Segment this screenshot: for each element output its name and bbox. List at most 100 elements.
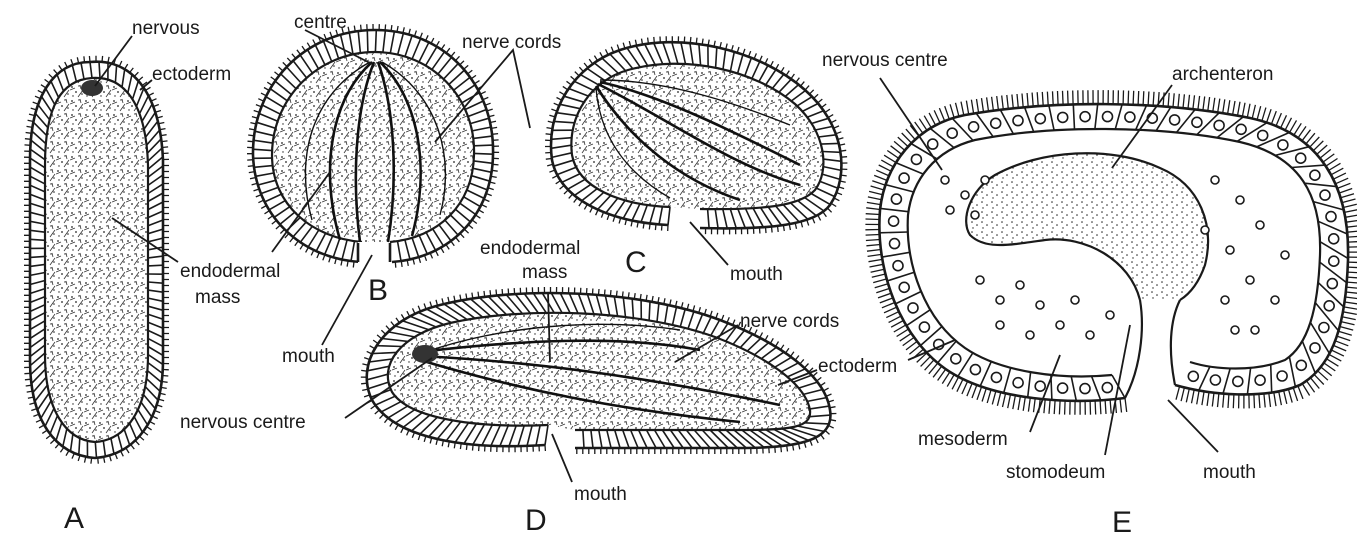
mesoderm-nucleus — [1201, 226, 1209, 234]
ectoderm-nucleus — [970, 365, 980, 375]
mesoderm-nucleus — [1221, 296, 1229, 304]
panel-b-ectoderm-inner — [272, 52, 474, 242]
label-mouth-c: mouth — [730, 264, 783, 285]
ectoderm-nucleus — [1296, 360, 1306, 370]
label-mouth-d: mouth — [574, 484, 627, 505]
panel-a: nervous ectoderm endodermal mass A — [24, 18, 280, 535]
panel-e-mouth-leader — [1168, 400, 1218, 452]
ectoderm-nucleus — [1103, 112, 1113, 122]
panel-letter-e: E — [1112, 506, 1132, 538]
ectoderm-nucleus — [1210, 375, 1220, 385]
mesoderm-nucleus — [946, 206, 954, 214]
panel-b-mouth-opening — [358, 242, 390, 268]
mesoderm-nucleus — [971, 211, 979, 219]
mesoderm-nucleus — [941, 176, 949, 184]
panel-letter-c: C — [625, 246, 647, 279]
ectoderm-nucleus — [1058, 112, 1068, 122]
label-nervous-centre-d: nervous centre — [180, 412, 306, 433]
mesoderm-nucleus — [1226, 246, 1234, 254]
ectoderm-nucleus — [1125, 112, 1135, 122]
mesoderm-nucleus — [1271, 296, 1279, 304]
ectoderm-nucleus — [1319, 323, 1329, 333]
mesoderm-nucleus — [1211, 176, 1219, 184]
mesoderm-nucleus — [1236, 196, 1244, 204]
ectoderm-nucleus — [1310, 343, 1320, 353]
label-nervous-centre-e: nervous centre — [822, 50, 948, 71]
panel-d: endodermal mass nerve cords ectoderm ner… — [180, 238, 897, 537]
ectoderm-nucleus — [1214, 120, 1224, 130]
ectoderm-nucleus — [899, 282, 909, 292]
label-mass-d: mass — [522, 262, 567, 283]
mesoderm-nucleus — [1246, 276, 1254, 284]
mesoderm-nucleus — [1036, 301, 1044, 309]
ectoderm-nucleus — [1080, 112, 1090, 122]
ectoderm-nucleus — [1310, 170, 1320, 180]
mesoderm-nucleus — [1231, 326, 1239, 334]
ectoderm-nucleus — [899, 173, 909, 183]
panel-e-archenteron — [966, 153, 1208, 300]
panel-letter-a: A — [64, 502, 84, 535]
mesoderm-nucleus — [1251, 326, 1259, 334]
label-endodermal-a: endodermal — [180, 261, 280, 282]
ectoderm-nucleus — [893, 261, 903, 271]
mesoderm-nucleus — [1071, 296, 1079, 304]
label-mouth-e: mouth — [1203, 462, 1256, 483]
ectoderm-nucleus — [951, 354, 961, 364]
panel-e: nervous centre archenteron mesoderm stom… — [822, 50, 1357, 538]
ectoderm-nucleus — [1255, 375, 1265, 385]
ectoderm-nucleus — [1035, 114, 1045, 124]
ectoderm-nucleus — [908, 303, 918, 313]
ectoderm-nucleus — [1296, 153, 1306, 163]
ectoderm-nucleus — [1278, 140, 1288, 150]
ectoderm-nucleus — [1329, 234, 1339, 244]
panel-e-archenteron-leader — [1112, 85, 1172, 168]
ectoderm-nucleus — [1013, 116, 1023, 126]
panel-letter-b: B — [368, 274, 388, 307]
ectoderm-nucleus — [1236, 124, 1246, 134]
ectoderm-nucleus — [1192, 117, 1202, 127]
ectoderm-nucleus — [928, 139, 938, 149]
label-centre: centre — [294, 12, 347, 33]
mesoderm-nucleus — [1056, 321, 1064, 329]
ectoderm-nucleus — [1258, 130, 1268, 140]
ectoderm-nucleus — [1327, 279, 1337, 289]
mesoderm-nucleus — [1016, 281, 1024, 289]
mesoderm-nucleus — [961, 191, 969, 199]
mesoderm-nucleus — [1026, 331, 1034, 339]
ectoderm-nucleus — [969, 122, 979, 132]
label-nervous: nervous — [132, 18, 200, 39]
ectoderm-nucleus — [1320, 190, 1330, 200]
ectoderm-nucleus — [1324, 301, 1334, 311]
mesoderm-nucleus — [1281, 251, 1289, 259]
mesoderm-nucleus — [1106, 311, 1114, 319]
panel-c: mouth C — [545, 36, 847, 285]
panel-e-stomodeum-wall — [1125, 300, 1180, 398]
ectoderm-nucleus — [991, 118, 1001, 128]
ectoderm-nucleus — [1102, 383, 1112, 393]
mesoderm-nucleus — [996, 321, 1004, 329]
mesoderm-nucleus — [1256, 221, 1264, 229]
panel-e-mesoderm-leader — [1030, 355, 1060, 432]
ectoderm-nucleus — [1188, 371, 1198, 381]
label-ectoderm-a: ectoderm — [152, 64, 231, 85]
ectoderm-nucleus — [1326, 212, 1336, 222]
panel-e-nervous-centre-leader — [880, 78, 942, 170]
label-archenteron: archenteron — [1172, 64, 1273, 85]
panel-a-ectoderm-inner — [45, 78, 148, 442]
label-mesoderm: mesoderm — [918, 429, 1008, 450]
mesoderm-nucleus — [996, 296, 1004, 304]
ectoderm-nucleus — [1170, 115, 1180, 125]
ectoderm-nucleus — [1277, 371, 1287, 381]
panel-letter-d: D — [525, 504, 547, 537]
label-ectoderm-d: ectoderm — [818, 356, 897, 377]
ectoderm-nucleus — [991, 372, 1001, 382]
label-nerve-cords-b: nerve cords — [462, 32, 561, 53]
panel-b-mouth-leader — [322, 255, 372, 345]
ectoderm-nucleus — [891, 194, 901, 204]
label-stomodeum: stomodeum — [1006, 462, 1105, 483]
ectoderm-nucleus — [911, 154, 921, 164]
mesoderm-nucleus — [981, 176, 989, 184]
ectoderm-nucleus — [947, 128, 957, 138]
ectoderm-nucleus — [890, 239, 900, 249]
